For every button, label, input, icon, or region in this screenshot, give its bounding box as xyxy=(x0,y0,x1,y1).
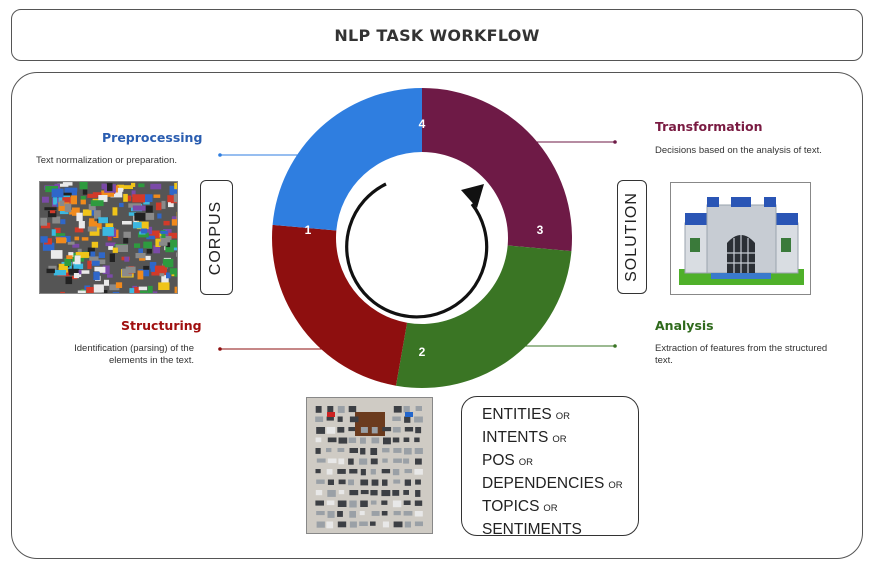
ring-segment-preprocessing xyxy=(272,88,422,231)
ring-segment-structuring xyxy=(271,224,408,386)
transformation-title: Transformation xyxy=(655,119,763,134)
stage-number-2: 2 xyxy=(419,345,426,359)
transformation-description: Decisions based on the analysis of text. xyxy=(655,145,822,156)
stage-number-4: 4 xyxy=(419,117,426,131)
analysis-desc-line-1: Extraction of features from the structur… xyxy=(655,343,828,354)
output-sentiments: SENTIMENTS xyxy=(482,521,582,538)
structuring-desc-line-1: Identification (parsing) of the xyxy=(74,343,194,354)
preprocessing-title: Preprocessing xyxy=(102,130,203,145)
main-panel xyxy=(11,72,863,559)
ring-segment-analysis xyxy=(395,245,572,388)
structuring-description: Identification (parsing) of the elements… xyxy=(58,343,194,367)
ring-segment-transformation xyxy=(422,88,572,252)
solution-castle-photo xyxy=(670,182,811,295)
corpus-label-text: CORPUS xyxy=(207,200,225,275)
page-title: NLP TASK WORKFLOW xyxy=(334,25,540,45)
corpus-label: CORPUS xyxy=(200,180,233,295)
stage-number-3: 3 xyxy=(537,223,544,237)
analysis-description: Extraction of features from the structur… xyxy=(655,343,827,367)
structuring-desc-line-2: elements in the text. xyxy=(108,355,194,366)
stage-number-1: 1 xyxy=(305,223,312,237)
analysis-desc-line-2: text. xyxy=(655,355,673,366)
cycle-arrowhead-icon xyxy=(461,184,484,208)
solution-label-text: SOLUTION xyxy=(623,192,641,282)
preprocessing-description: Text normalization or preparation. xyxy=(36,155,177,166)
structuring-title: Structuring xyxy=(121,318,202,333)
analysis-title: Analysis xyxy=(655,318,714,333)
corpus-photo xyxy=(39,181,178,294)
solution-label: SOLUTION xyxy=(617,180,647,294)
title-box: NLP TASK WORKFLOW xyxy=(11,9,863,61)
cycle-arrow-icon xyxy=(345,182,489,319)
structured-pieces-photo xyxy=(306,397,433,534)
